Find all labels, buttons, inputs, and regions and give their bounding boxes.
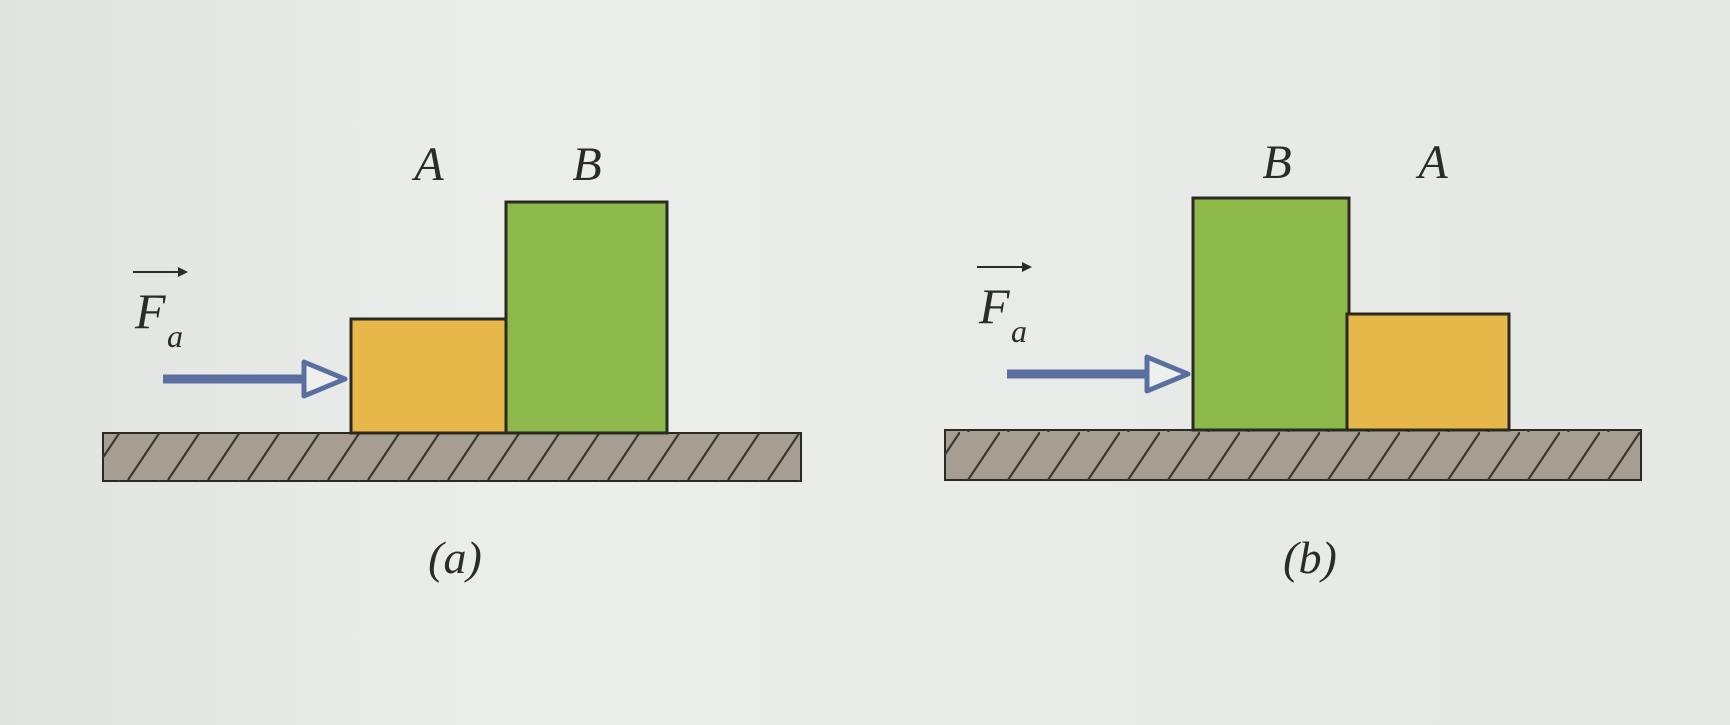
force-symbol-a: F	[134, 283, 166, 339]
block-b-tall	[504, 200, 669, 435]
block-label-a-right: B	[572, 138, 601, 191]
panel-a: F a A B (a)	[102, 138, 802, 583]
ground-a	[102, 432, 802, 482]
force-subscript-a: a	[167, 318, 183, 354]
force-arrow-a	[163, 359, 348, 399]
force-label-a: F a	[133, 267, 188, 354]
block-a-small	[349, 317, 510, 435]
force-symbol-b: F	[978, 278, 1010, 334]
block-label-b-right: A	[1415, 136, 1448, 189]
block-a-small-panel-b	[1345, 312, 1511, 432]
caption-b: (b)	[1283, 532, 1337, 583]
ground-b	[944, 429, 1642, 481]
caption-a: (a)	[428, 532, 482, 583]
block-b-tall-panel-b	[1191, 196, 1351, 432]
force-subscript-b: a	[1011, 313, 1027, 349]
panel-b: F a B A (b)	[944, 136, 1642, 583]
force-label-b: F a	[977, 262, 1032, 349]
block-label-a-left: A	[411, 138, 444, 191]
force-arrow-b	[1007, 354, 1191, 394]
block-label-b-left: B	[1262, 136, 1291, 189]
